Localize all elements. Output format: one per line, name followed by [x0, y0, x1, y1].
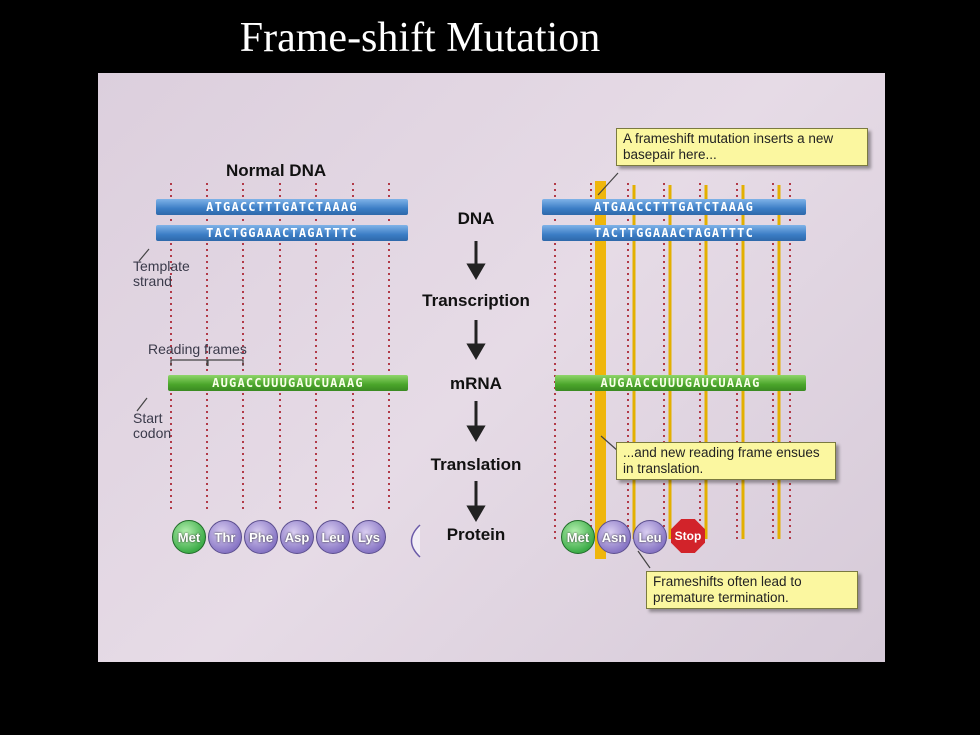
amino-acid-met: Met: [172, 520, 206, 554]
slide-title: Frame-shift Mutation: [239, 15, 601, 61]
callout-termination: Frameshifts often lead to premature term…: [646, 571, 858, 609]
callout-new-frame: ...and new reading frame ensues in trans…: [616, 442, 836, 480]
mutant-dna-template-strand: TACTTGGAAACTAGATTTC: [542, 225, 806, 241]
normal-dna-top-strand: ATGACCTTTGATCTAAAG: [156, 199, 408, 215]
amino-acid-asn: Asn: [597, 520, 631, 554]
flow-transcription-label: Transcription: [422, 291, 530, 310]
protein-chain-end: [410, 524, 421, 558]
template-strand-label: Template strand: [133, 258, 190, 289]
normal-mrna-strand: AUGACCUUUGAUCUAAAG: [168, 375, 408, 391]
amino-acid-phe: Phe: [244, 520, 278, 554]
normal-dna-template-strand: TACTGGAAACTAGATTTC: [156, 225, 408, 241]
stop-codon-sign: Stop: [671, 519, 705, 553]
mutant-mrna-strand: AUGAACCUUUGAUCUAAAG: [555, 375, 806, 391]
guide-lines: [136, 172, 791, 569]
amino-acid-leu: Leu: [633, 520, 667, 554]
mutant-dna-top-strand: ATGAACCTTTGATCTAAAG: [542, 199, 806, 215]
amino-acid-lys: Lys: [352, 520, 386, 554]
normal-dna-heading: Normal DNA: [226, 161, 327, 180]
flow-mrna-label: mRNA: [450, 374, 502, 393]
reading-frames-label: Reading frames: [148, 341, 247, 357]
amino-acid-asp: Asp: [280, 520, 314, 554]
amino-acid-met: Met: [561, 520, 595, 554]
start-codon-label: Start codon: [133, 410, 172, 441]
callout-insertion: A frameshift mutation inserts a new base…: [616, 128, 868, 166]
flow-translation-label: Translation: [430, 455, 522, 474]
amino-acid-leu: Leu: [316, 520, 350, 554]
amino-acid-thr: Thr: [208, 520, 242, 554]
inserted-basepair-band: [595, 181, 606, 559]
flow-dna-label: DNA: [457, 209, 495, 228]
frameshift-figure: Normal DNA ATGACCTTTGATCTAAAG TACTGGAAAC…: [98, 73, 885, 662]
flow-protein-label: Protein: [446, 525, 506, 544]
